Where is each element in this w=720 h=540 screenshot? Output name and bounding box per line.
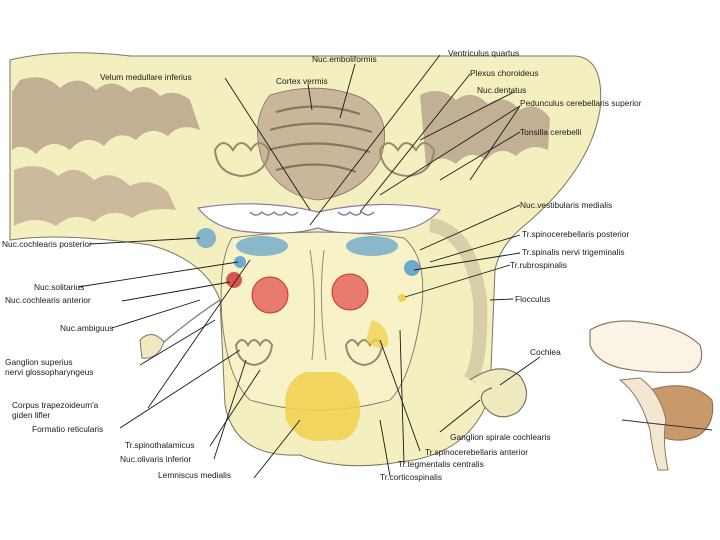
label-tr-tegmentalis-centralis: Tr.tegmentalis centralis [398, 459, 484, 469]
leader-lines [77, 54, 541, 479]
label-tr-spinocerebellaris-anterior: Tr.spinocerebellaris anterior [425, 447, 528, 457]
label-nuc-ambiguus: Nuc.ambiguus [60, 323, 114, 333]
choroid-plexus [249, 210, 375, 216]
label-ganglion-superius-line1: Ganglion superius [5, 357, 73, 367]
section-illustration [9, 52, 602, 467]
left-cortex-folia-lower [14, 166, 176, 226]
midline-raphe [309, 249, 327, 361]
right-dentate-nucleus [378, 142, 436, 178]
label-nuc-olivaris-inferior: Nuc.olivaris inferior [120, 454, 191, 464]
label-nuc-solitarius: Nuc.solitarius [34, 282, 84, 292]
label-formatio-reticularis: Formatio reticularis [32, 424, 103, 434]
label-nuc-emboliformis: Nuc.emboliformis [312, 54, 377, 64]
label-tr-rubrospinalis: Tr.rubrospinalis [510, 260, 567, 270]
flocculus-band [428, 218, 488, 384]
inset-illustration [589, 320, 714, 471]
inset-section-line [621, 419, 713, 431]
label-corpus-trapezoideum-line2: giden lifler [12, 410, 50, 420]
label-tr-spinothalamicus: Tr.spinothalamicus [125, 440, 195, 450]
label-flocculus: Flocculus [515, 294, 550, 304]
label-lemniscus-medialis: Lemniscus medialis [158, 470, 231, 480]
right-rubrospinal-tract [398, 294, 406, 302]
label-ventriculus-quartus: Ventriculus quartus [448, 48, 519, 58]
left-cochlear-posterior-nucleus [196, 228, 216, 248]
right-spinocerebellar-anterior [366, 320, 389, 348]
label-nuc-cochlearis-posterior: Nuc.cochlearis posterior [2, 239, 92, 249]
left-solitary-nucleus [234, 256, 246, 268]
label-ganglion-superius-line2: nervi glossopharyngeus [5, 367, 93, 377]
inset-brainstem [618, 377, 669, 471]
right-red-nucleus [331, 273, 369, 311]
labels: Nuc.emboliformis Ventriculus quartus Vel… [2, 48, 642, 482]
corticospinal-pyramids [284, 372, 361, 442]
left-cortex-folia [12, 77, 200, 154]
label-nuc-cochlearis-anterior: Nuc.cochlearis anterior [5, 295, 91, 305]
cochlea-shape [469, 368, 528, 418]
label-ganglion-spirale-cochlearis: Ganglion spirale cochlearis [450, 432, 551, 442]
right-trigeminal-tract [404, 260, 420, 276]
label-cortex-vermis: Cortex vermis [276, 76, 328, 86]
left-cochlear-anterior-nucleus [226, 272, 242, 288]
vermis-folia [267, 105, 373, 174]
left-nerve-bundle [163, 299, 221, 343]
label-tr-corticospinalis: Tr.corticospinalis [380, 472, 442, 482]
label-velum-medullare-inferius: Velum medullare inferius [100, 72, 192, 82]
label-nuc-dentatus: Nuc.dentatus [477, 85, 526, 95]
label-pedunculus-cerebellaris-superior: Pedunculus cerebellaris superior [520, 98, 642, 108]
label-tr-spinalis-nervi-trigeminalis: Tr.spinalis nervi trigeminalis [522, 247, 625, 257]
left-vestibular-nucleus [236, 236, 288, 256]
fourth-ventricle [196, 203, 442, 234]
left-dentate-nucleus [213, 142, 271, 178]
label-plexus-choroideus: Plexus choroideus [470, 68, 538, 78]
label-tr-spinocerebellaris-posterior: Tr.spinocerebellaris posterior [522, 229, 629, 239]
label-corpus-trapezoideum-line1: Corpus trapezoideum'a [12, 400, 99, 410]
label-tonsilla-cerebelli: Tonsilla cerebelli [520, 127, 582, 137]
left-ganglion [139, 334, 165, 359]
inset-cerebrum [589, 320, 703, 374]
label-nuc-vestibularis-medialis: Nuc.vestibularis medialis [520, 200, 612, 210]
left-red-nucleus [251, 276, 289, 314]
label-cochlea: Cochlea [530, 347, 561, 357]
right-vestibular-nucleus [346, 236, 398, 256]
left-inferior-olive [234, 339, 274, 367]
